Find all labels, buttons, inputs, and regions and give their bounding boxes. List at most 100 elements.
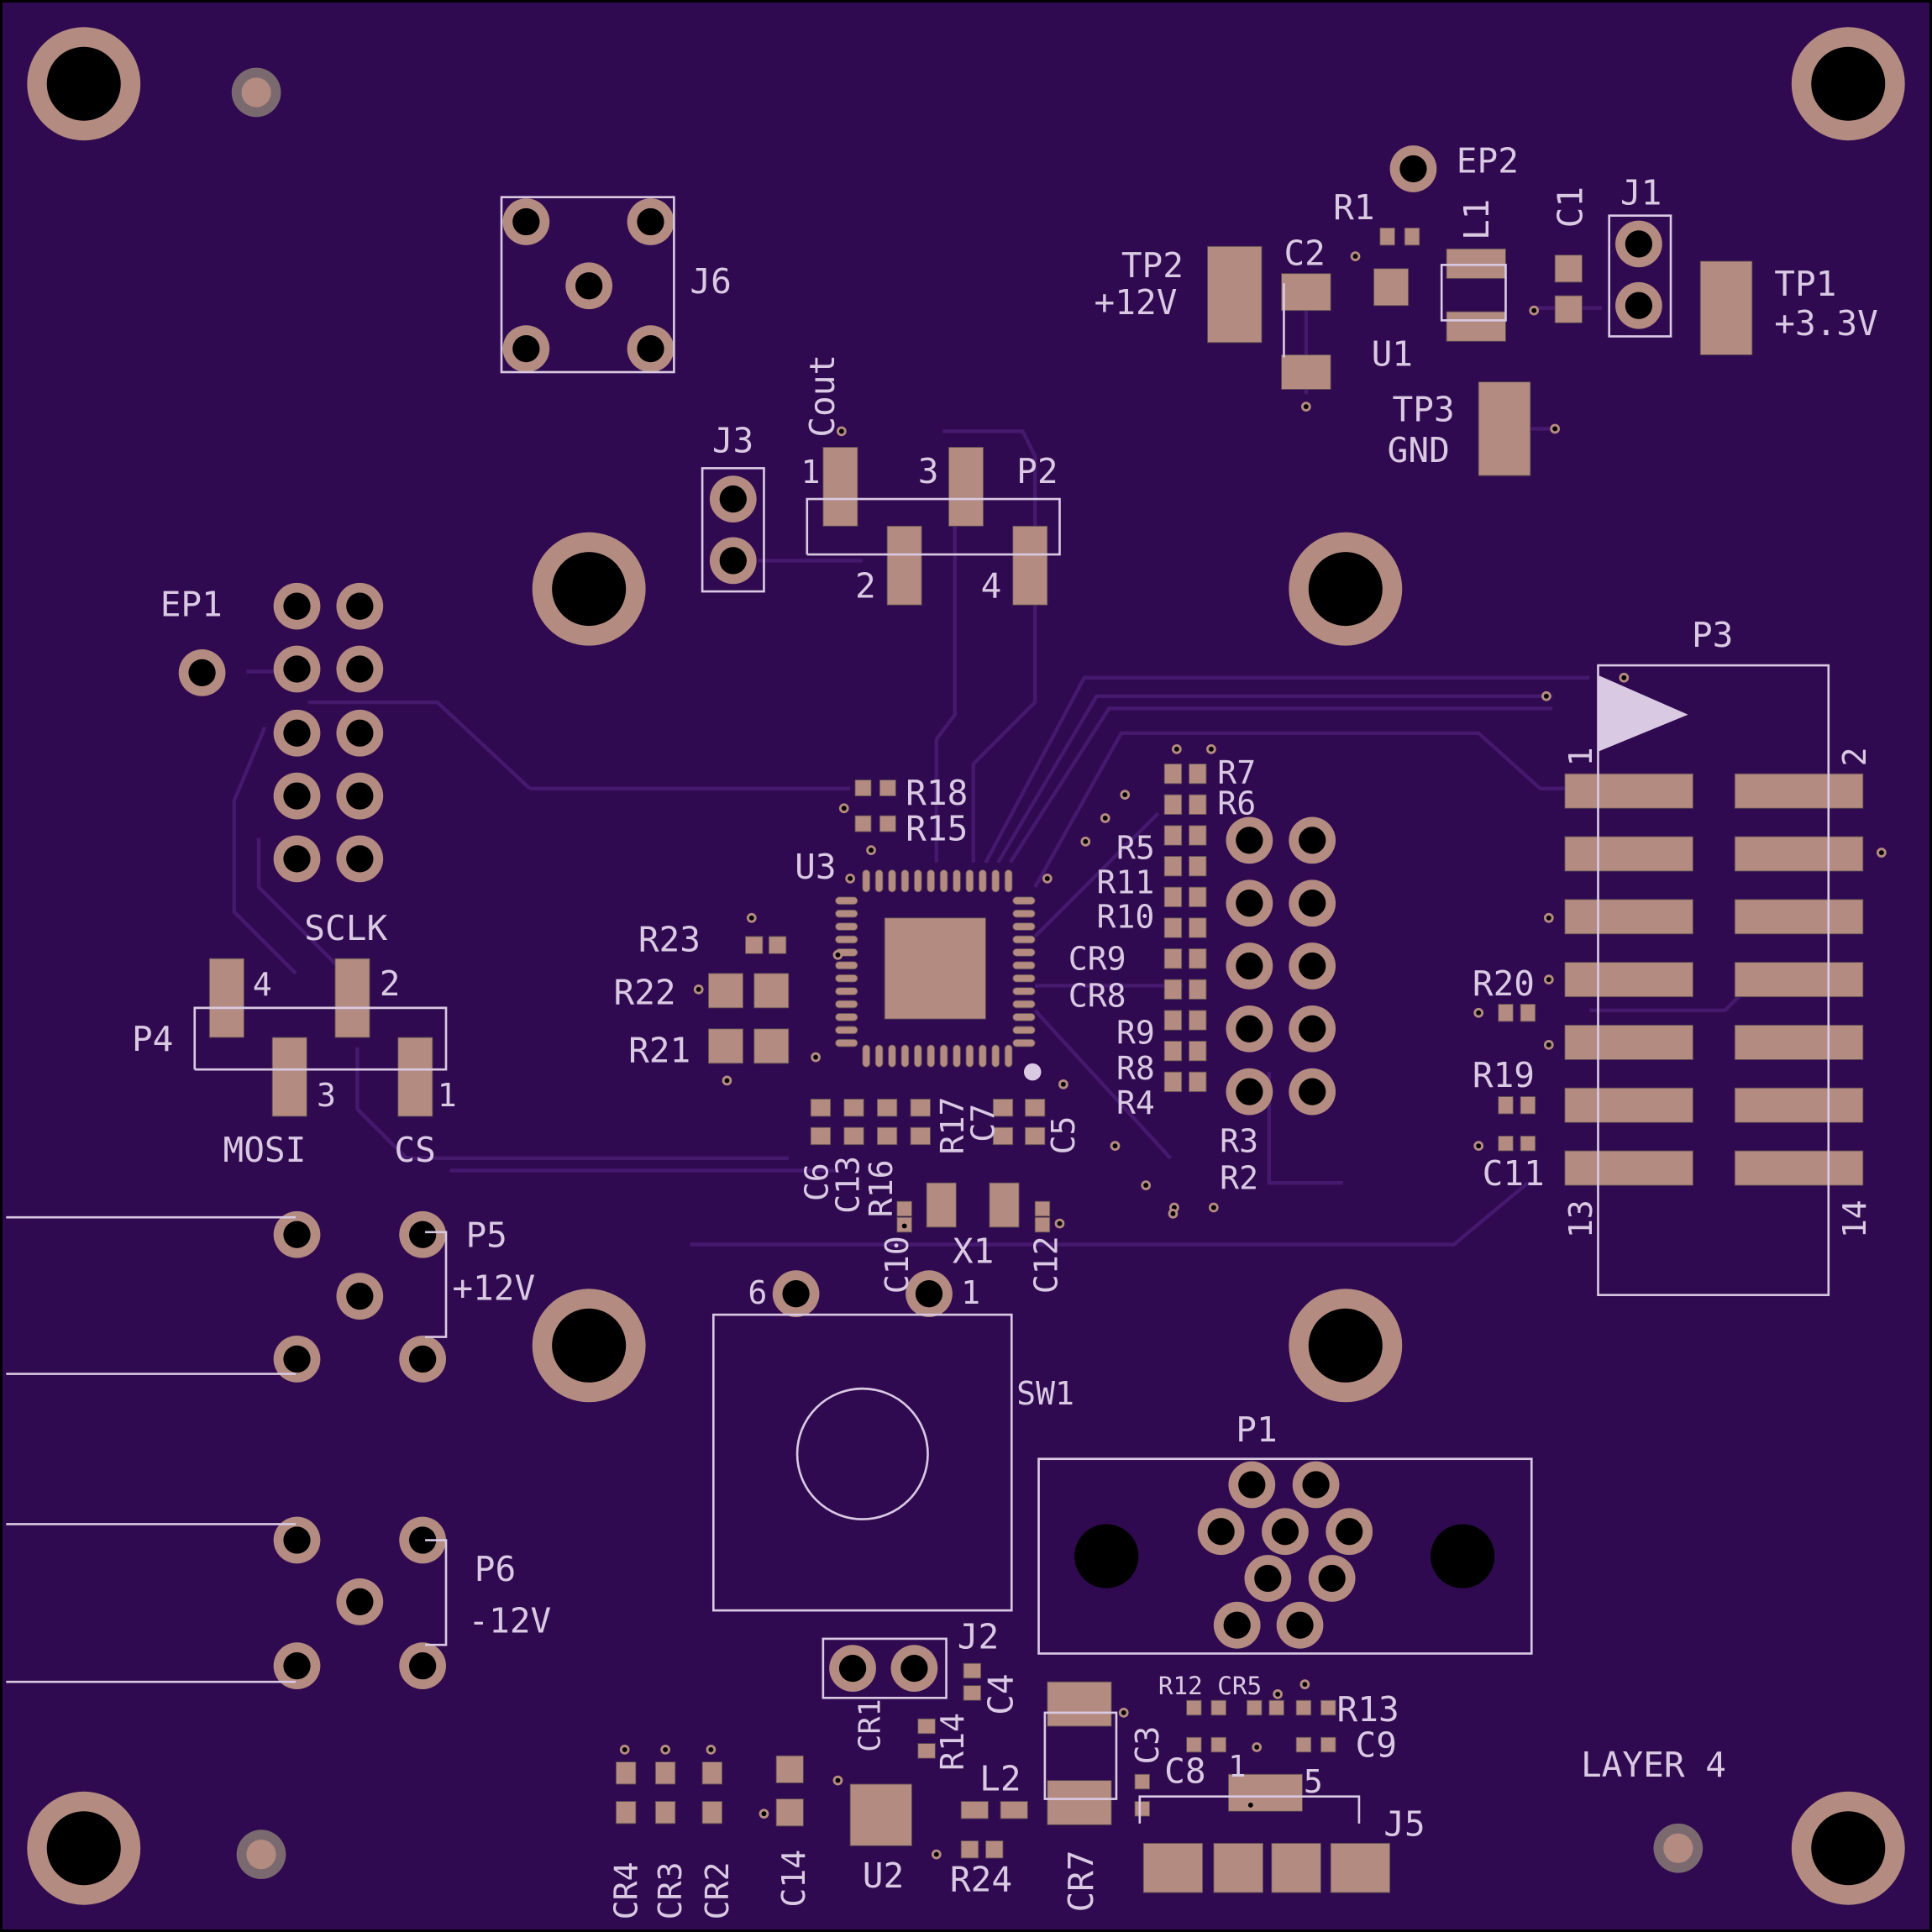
silkscreen-label: X1: [953, 1231, 994, 1272]
header-pad: [1734, 836, 1864, 872]
smd-pad: [960, 1840, 979, 1859]
silkscreen-label: L1: [1457, 199, 1497, 240]
header-pad: [1734, 1150, 1864, 1186]
ic-pin: [953, 869, 961, 893]
silkscreen-label: C12: [1028, 1236, 1065, 1294]
silkscreen-label: +12V: [452, 1268, 535, 1309]
smd-pad: [989, 1182, 1020, 1228]
smd-pad: [960, 1801, 989, 1819]
ic-pin: [927, 1044, 936, 1068]
silkscreen-label: 1: [438, 1077, 457, 1114]
ic-pin: [939, 869, 948, 893]
silkscreen-label: SW1: [1016, 1375, 1074, 1412]
silkscreen-label: R24: [950, 1860, 1012, 1900]
ic-pin: [888, 869, 896, 893]
silkscreen-label: 1: [801, 454, 820, 491]
silkscreen-label: 1: [961, 1274, 980, 1311]
ic-pin: [1012, 935, 1036, 944]
smd-pad: [334, 958, 370, 1038]
smd-pad: [948, 447, 984, 527]
header-pad: [1564, 962, 1693, 998]
header-pad: [1564, 1150, 1693, 1186]
smd-pad: [1498, 1096, 1514, 1115]
smd-pad: [707, 1028, 743, 1064]
resistor-pad: [1163, 763, 1183, 785]
silkscreen-label: R7: [1217, 754, 1256, 791]
smd-pad: [753, 1028, 790, 1064]
resistor-pad: [1163, 1010, 1183, 1031]
silkscreen-label: C7: [965, 1104, 1002, 1142]
resistor-pad: [1189, 856, 1207, 877]
silkscreen-label: C1: [1550, 186, 1590, 228]
ic-pin: [1012, 1013, 1036, 1021]
smd-pad: [1210, 1699, 1226, 1716]
silkscreen-label: P3: [1692, 615, 1733, 655]
silkscreen-label: C14: [775, 1850, 812, 1908]
header-pad: [1734, 962, 1864, 998]
smd-pad: [985, 1840, 1004, 1859]
silkscreen-label: R21: [628, 1030, 690, 1070]
ic-pin: [1012, 974, 1036, 983]
resistor-pad: [1189, 825, 1207, 846]
resistor-pad: [1163, 1041, 1183, 1062]
silkscreen-label: TP1: [1774, 264, 1836, 304]
silkscreen-label: C9: [1356, 1725, 1397, 1766]
ic-pin: [1004, 1044, 1013, 1068]
smd-pad: [1246, 1699, 1263, 1716]
silkscreen-label: C3: [1129, 1726, 1166, 1765]
silkscreen-label: SCLK: [304, 908, 387, 948]
ic-pin: [978, 869, 987, 893]
ic-pin: [874, 869, 884, 893]
silkscreen-label: MOSI: [223, 1130, 306, 1170]
smd-pad: [1271, 1842, 1321, 1893]
silkscreen-label: R17: [934, 1097, 971, 1155]
ic-pin: [862, 869, 871, 893]
smd-pad: [654, 1801, 676, 1824]
resistor-pad: [1189, 1041, 1207, 1062]
resistor-pad: [1189, 979, 1207, 1000]
smd-pad: [1295, 1699, 1312, 1716]
smd-pad: [879, 780, 896, 797]
smd-pad: [1320, 1699, 1336, 1716]
resistor-pad: [1189, 763, 1207, 785]
smd-pad: [1699, 260, 1753, 355]
ic-pin: [874, 1044, 884, 1068]
silkscreen-label: C10: [879, 1236, 916, 1294]
silkscreen-label: TP3: [1393, 390, 1455, 430]
silkscreen-label: R6: [1217, 785, 1256, 822]
silkscreen-label: P4: [132, 1019, 173, 1059]
silkscreen-label: P2: [1016, 451, 1058, 491]
ic-pin: [835, 1013, 858, 1021]
silkscreen-label: C6: [799, 1163, 836, 1201]
silkscreen-label: R20: [1473, 963, 1535, 1004]
ic-pin: [900, 1044, 910, 1068]
header-pad: [1564, 899, 1693, 935]
smd-pad: [1186, 1736, 1202, 1753]
smd-pad: [1134, 1801, 1150, 1817]
silkscreen-label: 4: [981, 565, 1002, 606]
resistor-pad: [1189, 917, 1207, 938]
smd-pad: [1047, 1780, 1112, 1825]
smd-pad: [768, 936, 787, 954]
silkscreen-label: 2: [1836, 747, 1873, 766]
silkscreen-label: J3: [712, 420, 753, 460]
smd-pad: [208, 958, 244, 1038]
silkscreen-label: R16: [863, 1159, 900, 1217]
header-pad: [1734, 773, 1864, 809]
smd-pad: [1498, 1135, 1514, 1152]
silkscreen-label: R10: [1096, 899, 1154, 936]
silkscreen-label: +3.3V: [1774, 303, 1878, 344]
header-pad: [1734, 1024, 1864, 1060]
header-pad: [1564, 773, 1693, 809]
silkscreen-label: 4: [253, 966, 272, 1003]
silkscreen-label: CR5: [1217, 1672, 1262, 1700]
ic-pin: [835, 1026, 858, 1035]
smd-pad: [917, 1718, 936, 1735]
header-pad: [1564, 1024, 1693, 1060]
ic-pin: [953, 1044, 961, 1068]
silkscreen-label: R19: [1473, 1055, 1535, 1095]
smd-pad: [753, 973, 790, 1009]
ic-pin: [888, 1044, 896, 1068]
u2-ic-body: [849, 1783, 912, 1846]
